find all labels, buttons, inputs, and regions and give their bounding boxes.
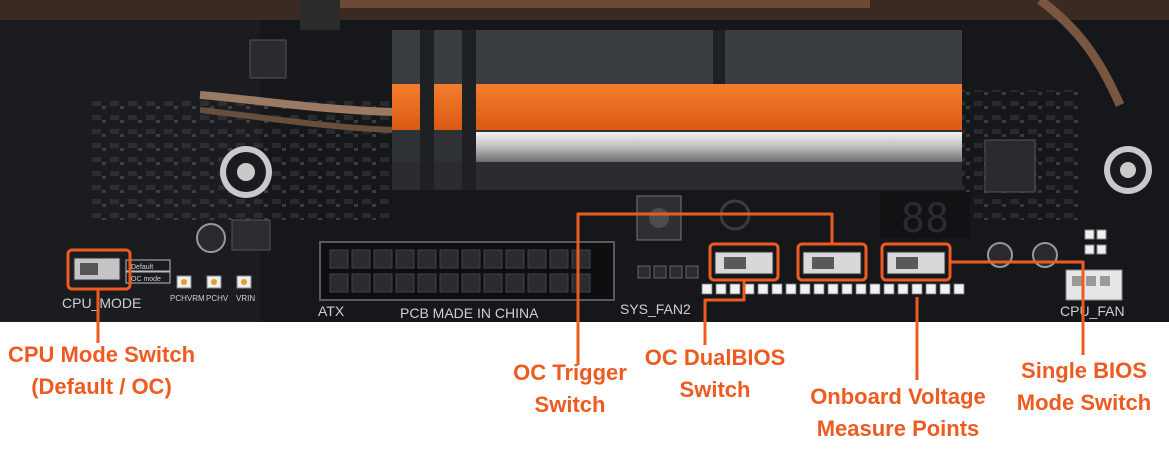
- callout-cpu-mode-line2: (Default / OC): [31, 374, 172, 399]
- oc-dualbios-leader: [703, 280, 746, 345]
- oajp-headers: [1084, 229, 1107, 255]
- callout-oc-trigger-line1: OC Trigger: [513, 360, 627, 385]
- silk-pchvrm: PCHVRM: [170, 294, 205, 303]
- silk-cpu-fan: CPU_FAN: [1060, 303, 1125, 319]
- callout-oc-trigger-line2: Switch: [534, 392, 606, 417]
- inductor-1: [249, 39, 287, 79]
- callout-cpu-mode: CPU Mode Switch (Default / OC): [8, 339, 195, 403]
- single-bios-highlight-box: [880, 242, 952, 282]
- oc-trigger-leader: [576, 212, 834, 365]
- callout-voltage-line2: Measure Points: [816, 416, 980, 441]
- heatsink-notch-1: [420, 30, 434, 190]
- silk-pchv: PCHV: [206, 294, 229, 303]
- silk-sys-fan2: SYS_FAN2: [620, 301, 691, 317]
- motherboard-photo: 88 Default OC mode: [0, 0, 1169, 322]
- silk-atx: ATX: [318, 303, 345, 319]
- single-bios-leader: [950, 260, 1085, 355]
- callout-oc-dualbios-line2: Switch: [679, 377, 751, 402]
- mounting-hole-left: [220, 146, 272, 198]
- callout-oc-dualbios-line1: OC DualBIOS: [644, 345, 786, 370]
- callout-cpu-mode-line1: CPU Mode Switch: [8, 342, 196, 367]
- heatsink-orange-stripe: [392, 84, 962, 130]
- heatsink-notch-2: [462, 30, 476, 190]
- oc-trigger-highlight-box: [708, 242, 780, 282]
- callout-single-bios: Single BIOS Mode Switch: [1005, 355, 1163, 419]
- silk-oc-mode: OC mode: [131, 276, 161, 283]
- callout-single-bios-line1: Single BIOS: [1021, 358, 1147, 383]
- callout-single-bios-line2: Mode Switch: [1016, 390, 1152, 415]
- heatpipe-top: [0, 0, 1169, 20]
- atx-pins: [329, 249, 591, 293]
- capacitor-1: [196, 223, 226, 253]
- jumper-headers: [176, 275, 252, 289]
- debug-led-display: 88: [880, 192, 970, 242]
- cpu-mode-highlight-box: [66, 248, 132, 291]
- callout-oc-dualbios: OC DualBIOS Switch: [630, 342, 800, 406]
- callout-voltage-line1: Onboard Voltage: [810, 384, 986, 409]
- silk-pcb-made: PCB MADE IN CHINA: [400, 305, 539, 321]
- callout-voltage: Onboard Voltage Measure Points: [795, 381, 1001, 445]
- sys-fan2-header: [637, 265, 699, 279]
- oc-dualbios-highlight-box: [796, 242, 868, 282]
- silk-default: Default: [131, 264, 153, 271]
- voltage-measure-points: [701, 283, 965, 295]
- mounting-hole-right: [1104, 146, 1152, 194]
- heatpipe-curve: [1037, 0, 1125, 107]
- heatsink-silver-stripe: [470, 132, 962, 162]
- silk-cpu-mode: CPU_MODE: [62, 295, 141, 311]
- svg-text:88: 88: [901, 196, 949, 242]
- silk-vrin: VRIN: [236, 294, 255, 303]
- callout-oc-trigger: OC Trigger Switch: [500, 357, 640, 421]
